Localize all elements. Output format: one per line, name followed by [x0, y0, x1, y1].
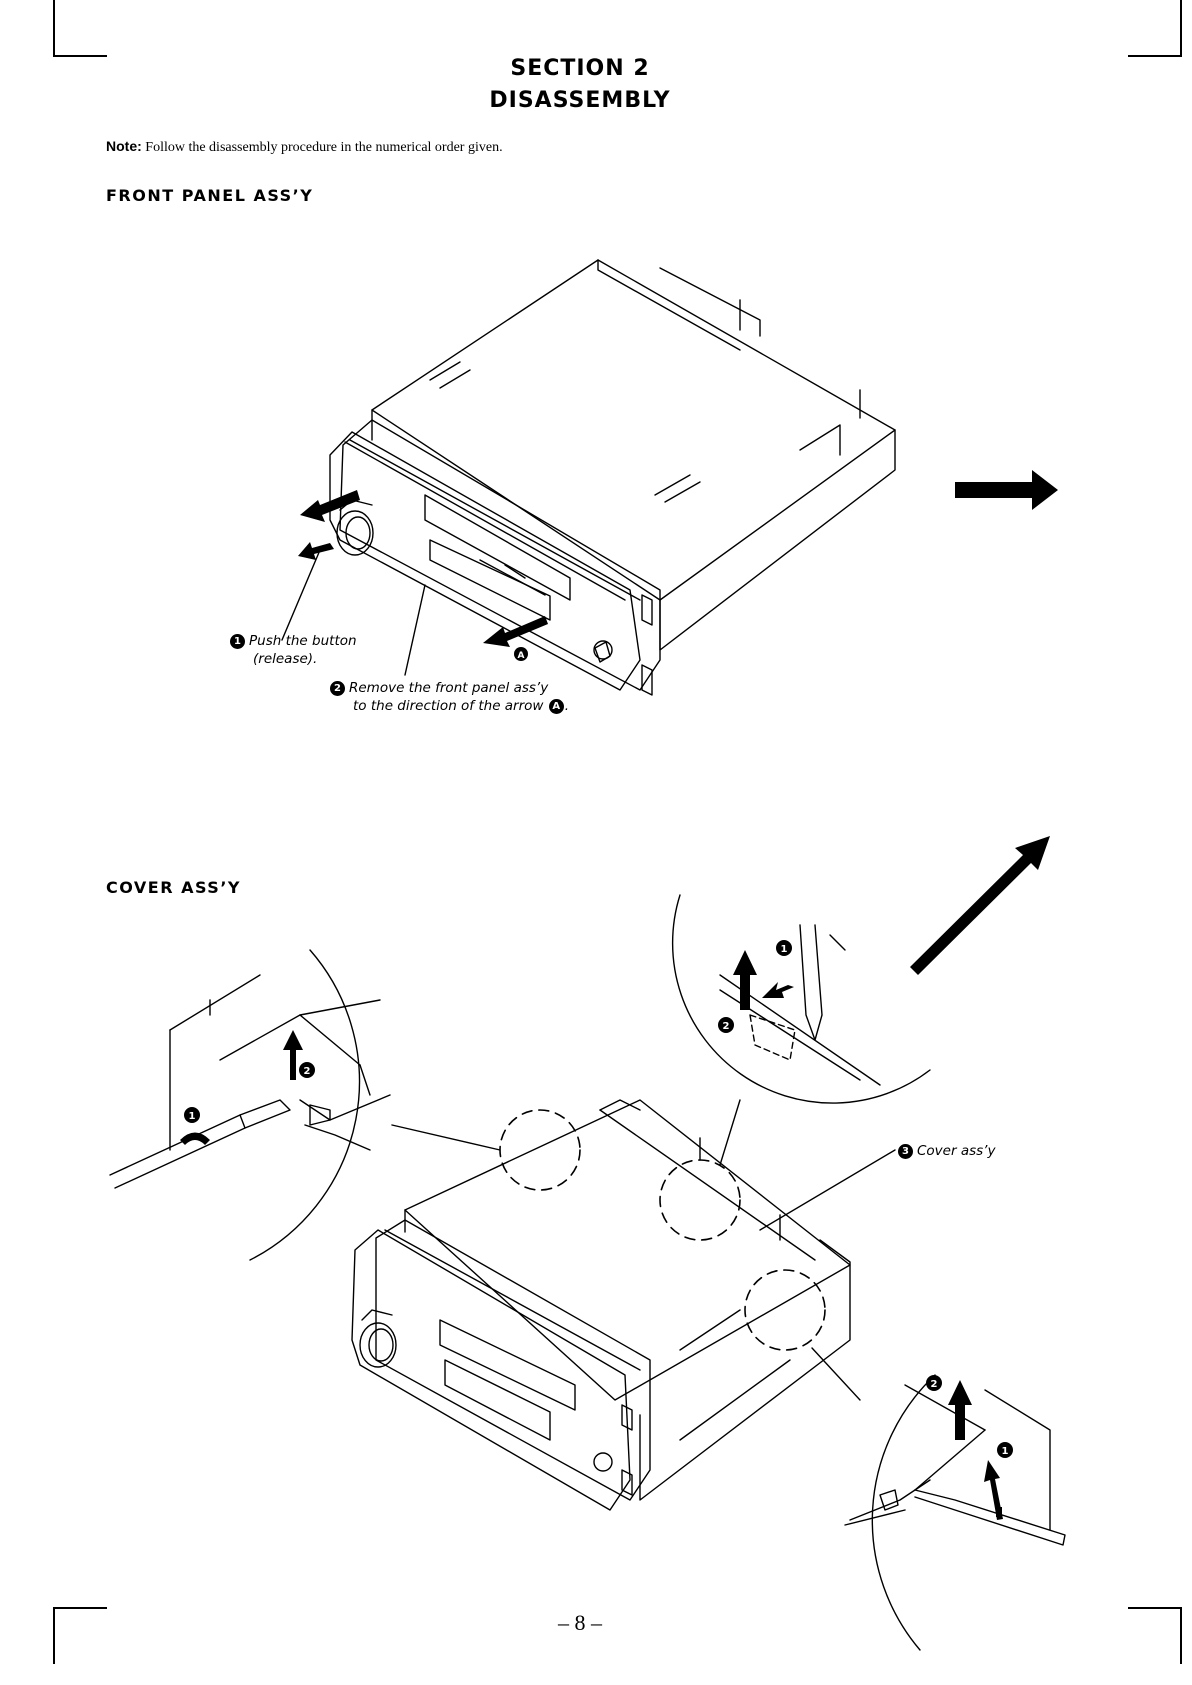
zoom-circle-left [110, 950, 390, 1260]
diagonal-arrow-icon [910, 836, 1050, 975]
step2-line1: Remove the front panel ass’y [349, 680, 548, 696]
zoom-circle-top-right [673, 895, 930, 1103]
step1-line2: (release). [230, 651, 317, 667]
marker-two-top: 2 [723, 1021, 730, 1032]
step1-line1: Push the button [249, 633, 357, 649]
step3-number: 3 [898, 1144, 913, 1159]
marker-two-left: 2 [304, 1066, 311, 1077]
zoom-bottom-right-arrows [948, 1380, 1003, 1520]
marker-two-bottom: 2 [931, 1379, 938, 1390]
page-number: – 8 – [0, 1610, 1160, 1636]
front-panel-unit-drawing [282, 260, 895, 695]
cover-leader-lines [392, 1100, 895, 1400]
marker-a-drawing: A [518, 651, 525, 661]
zoom-top-right-arrows [733, 950, 794, 1010]
marker-one-top: 1 [781, 944, 788, 955]
step3-label: Cover ass’y [917, 1143, 995, 1159]
cover-detail-circles [500, 1110, 825, 1350]
drawing-number-labels: 2 1 1 2 2 1 A [189, 651, 1009, 1457]
right-arrow-icon [955, 470, 1058, 510]
step3-callout: 3 Cover ass’y [898, 1142, 995, 1160]
marker-one-bottom: 1 [1002, 1446, 1009, 1457]
step1-number: 1 [230, 634, 245, 649]
cover-unit-drawing [352, 1100, 850, 1510]
step2-line2: to the direction of the arrow [330, 698, 543, 714]
marker-one-left: 1 [189, 1111, 196, 1122]
step2-callout: 2 Remove the front panel ass’y to the dir… [330, 679, 569, 715]
drawing-number-markers [184, 647, 1013, 1458]
step1-callout: 1 Push the button (release). [230, 632, 357, 668]
step2-number: 2 [330, 681, 345, 696]
arrow-a-marker: A [549, 699, 564, 714]
